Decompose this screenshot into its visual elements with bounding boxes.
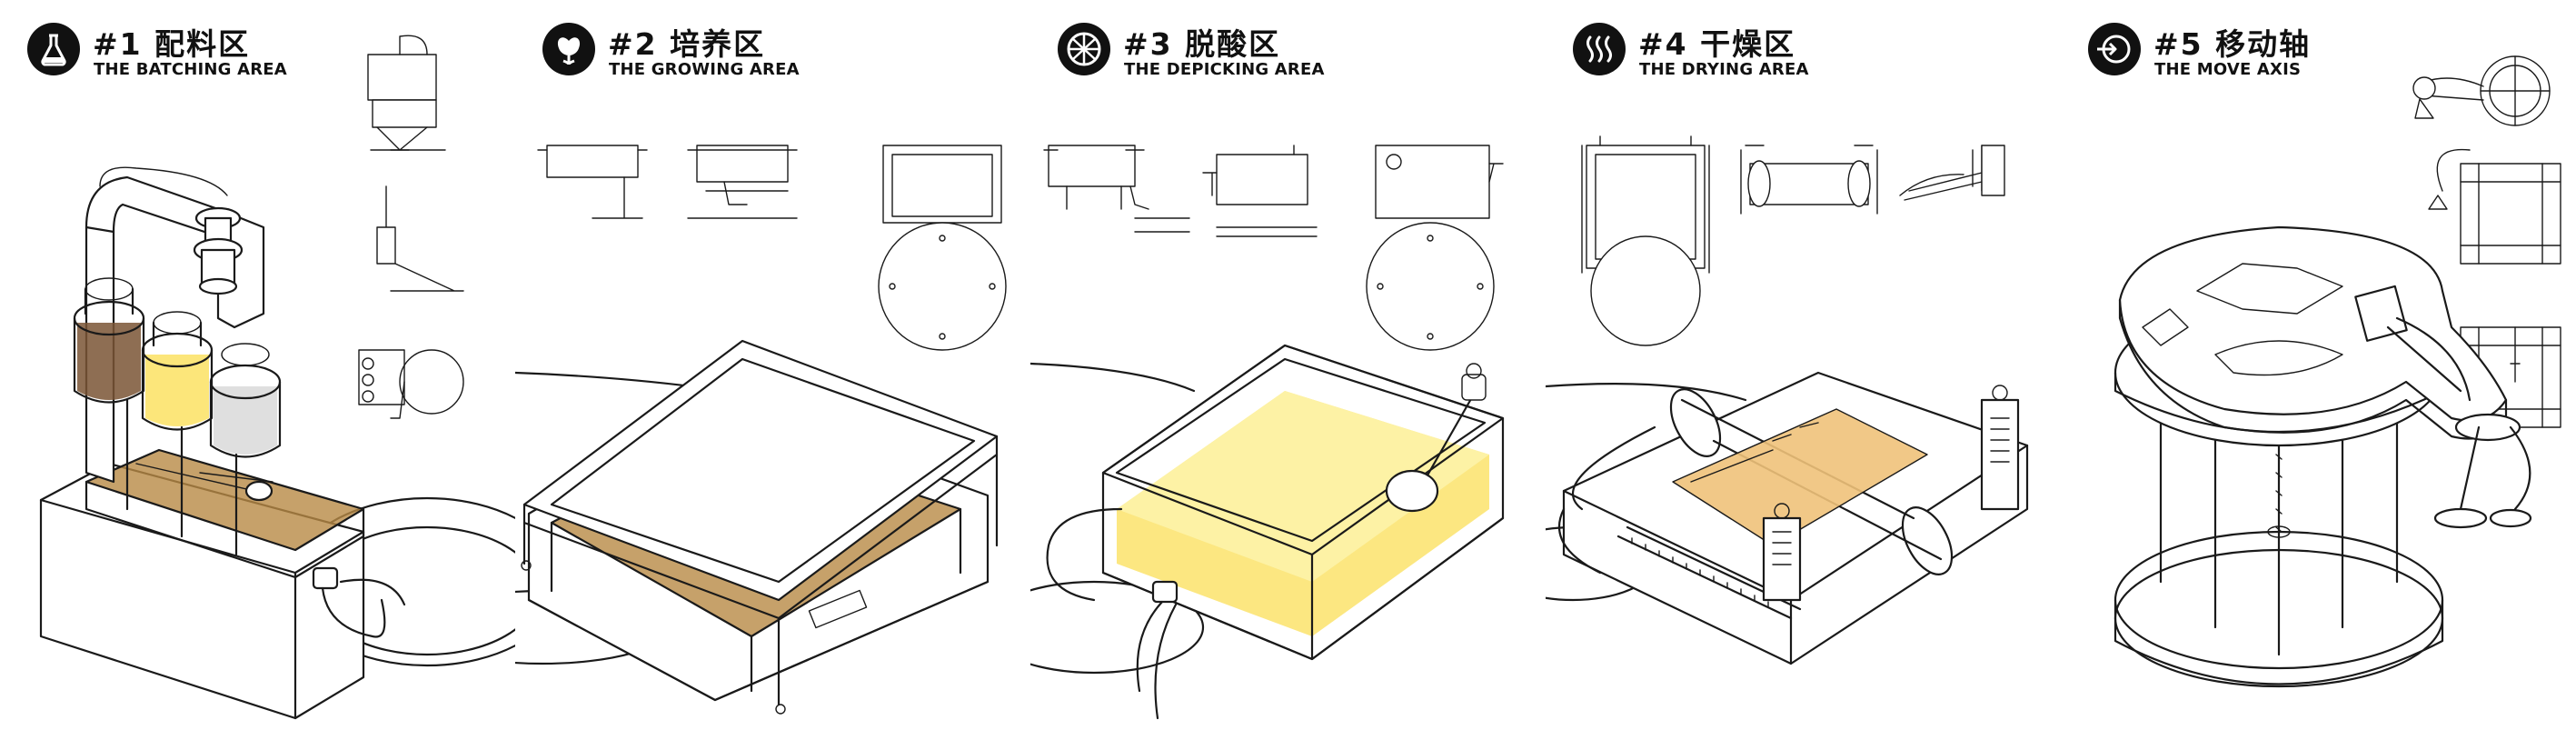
yellow-jar-liquid (145, 355, 209, 426)
grid-circle-icon (1058, 23, 1110, 75)
panel-subtitle: THE DEPICKING AREA (1124, 60, 1325, 79)
panel-subtitle: THE DRYING AREA (1639, 60, 1809, 79)
panel-title: #1 配料区 (93, 26, 251, 62)
brown-jar-liquid (77, 323, 141, 400)
panel-subtitle: THE GROWING AREA (609, 60, 800, 79)
flower-icon (542, 23, 595, 75)
arrow-circle-icon (2088, 23, 2141, 75)
depicking-detail-sketches (1043, 145, 1504, 351)
panel-subtitle: THE MOVE AXIS (2154, 60, 2302, 79)
panel-title: #2 培养区 (608, 26, 766, 62)
panel-title: #5 移动轴 (2153, 26, 2312, 62)
flask-icon (27, 23, 80, 75)
panel-title: #3 脱酸区 (1123, 26, 1281, 62)
panel-subtitle: THE BATCHING AREA (94, 60, 287, 79)
panel-drying: #4 干燥区 THE DRYING AREA (1546, 0, 2061, 750)
drying-detail-sketches (1581, 135, 2005, 346)
depicking-tank-drawing (1030, 145, 1505, 720)
growing-tray-drawing (515, 145, 1007, 715)
panel-batching: #1 配料区 THE BATCHING AREA (0, 0, 515, 750)
growing-detail-sketches (537, 145, 1007, 351)
amber-liquid (86, 450, 363, 550)
panel-depicking: #3 脱酸区 THE DEPICKING AREA (1030, 0, 1546, 750)
panel-title: #4 干燥区 (1638, 26, 1796, 62)
panel-growing: #2 培养区 THE GROWING AREA (515, 0, 1030, 750)
move-axis-carousel-drawing (2114, 55, 2561, 688)
batching-machine-drawing (39, 35, 515, 720)
drying-press-drawing (1546, 135, 2029, 665)
orange-drying-sheet (1673, 409, 1927, 545)
grey-jar-liquid (214, 386, 277, 455)
batching-detail-sketches (358, 35, 464, 419)
heat-waves-icon (1573, 23, 1626, 75)
panel-move-axis: #5 移动轴 THE MOVE AXIS (2061, 0, 2576, 750)
